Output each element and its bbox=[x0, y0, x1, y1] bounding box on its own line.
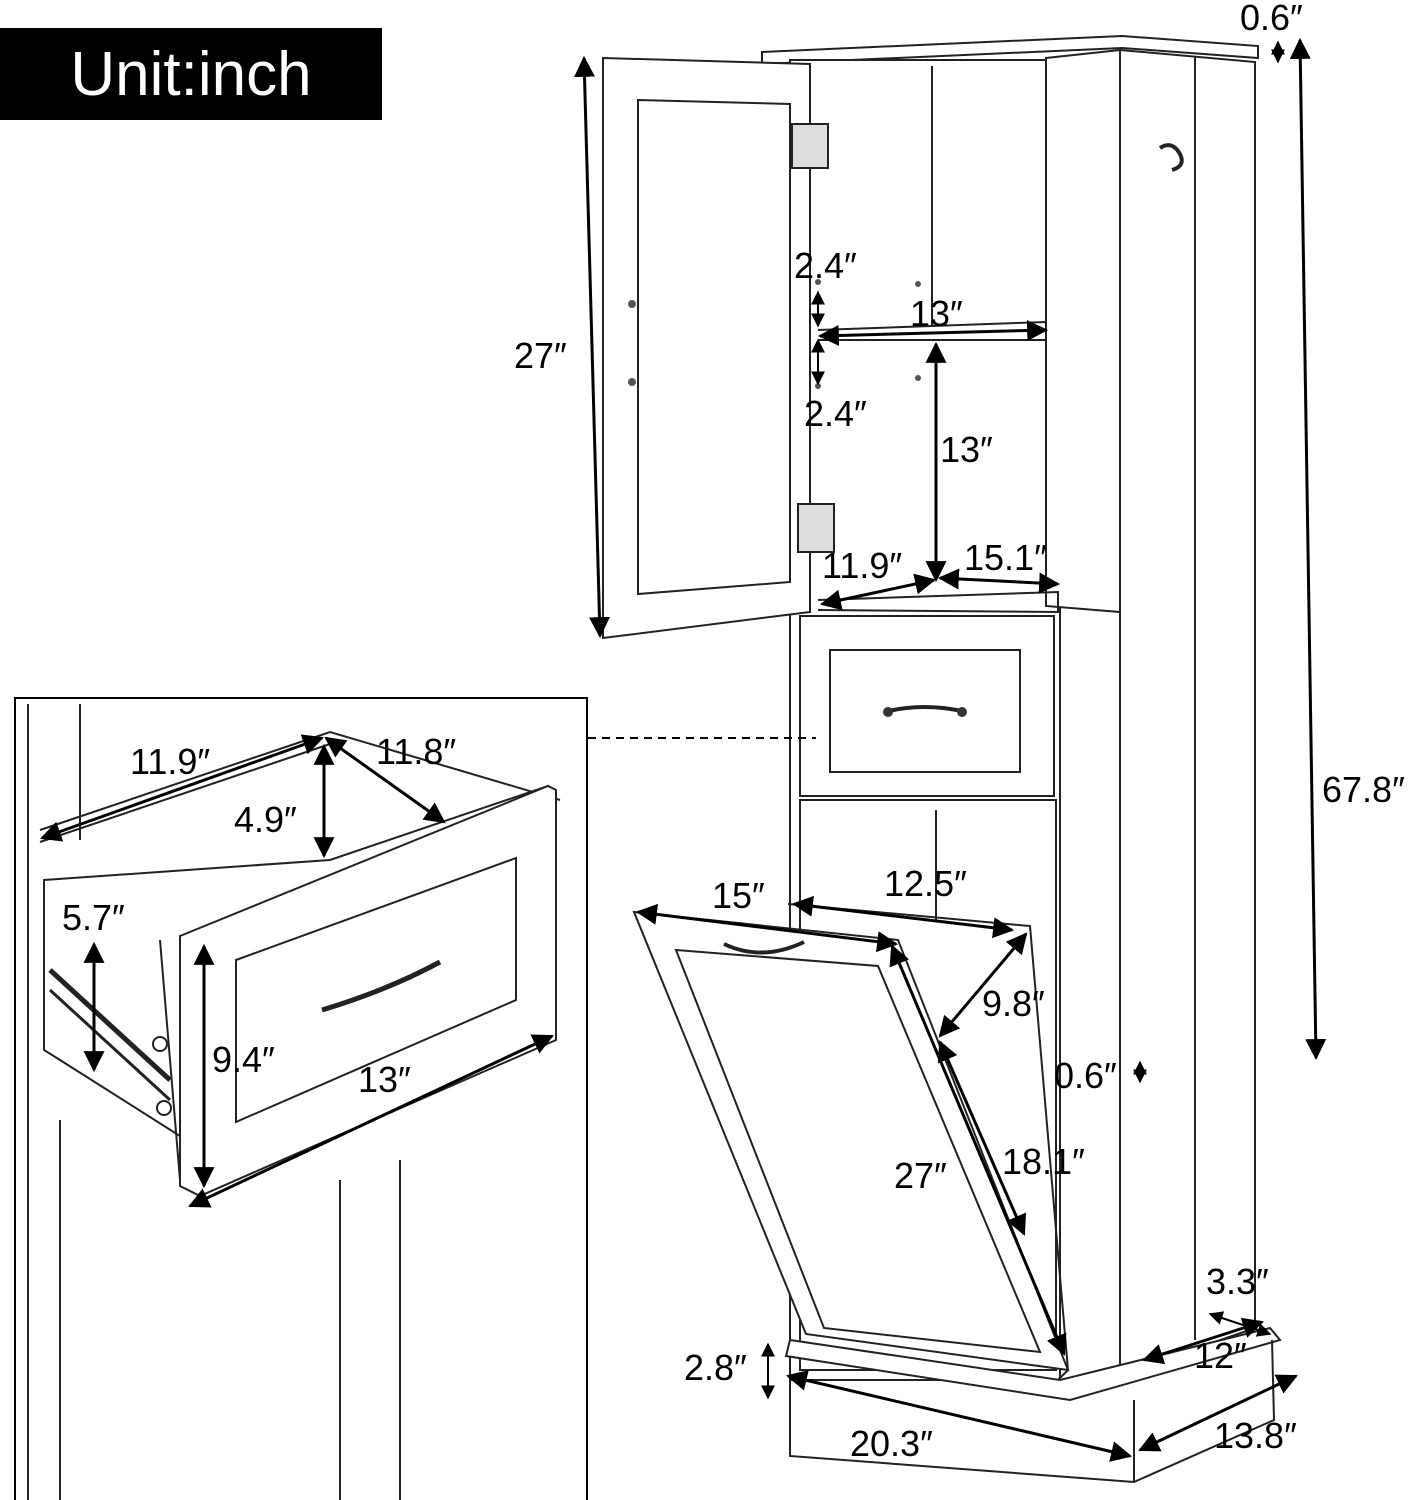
shelf-width-line bbox=[817, 320, 1049, 346]
bin-inner-width-line bbox=[791, 895, 1015, 939]
shelf-gap-lower-label: 2.4″ bbox=[804, 393, 867, 434]
shelf-gap-upper-label: 2.4″ bbox=[794, 245, 857, 286]
total-height-line bbox=[1289, 37, 1327, 1061]
total-depth-line bbox=[1138, 1374, 1298, 1452]
unit-label: Unit:inch bbox=[0, 28, 382, 120]
top-trim-label: 0.6″ bbox=[1240, 0, 1303, 38]
inner-depth-line bbox=[1142, 1317, 1264, 1365]
total-width-label: 20.3″ bbox=[850, 1423, 933, 1464]
cabinet-inner-width-line bbox=[937, 568, 1061, 594]
bin-inner-width-label: 12.5″ bbox=[884, 863, 967, 904]
side-offset-label: 3.3″ bbox=[1206, 1261, 1269, 1302]
bin-side-label: 9.8″ bbox=[982, 983, 1045, 1024]
detail-depth-label: 11.9″ bbox=[130, 741, 210, 782]
drawer-detail-inset: 11.9″ 11.8″ 4.9″ 5.7″ 9.4″ 13″ bbox=[14, 697, 588, 1500]
cabinet-inner-width-label: 15.1″ bbox=[964, 537, 1047, 578]
bin-top-width-label: 15″ bbox=[712, 875, 765, 916]
detail-width-line bbox=[324, 736, 446, 824]
shelf-width-label: 13″ bbox=[910, 293, 963, 334]
detail-inner-height-label: 4.9″ bbox=[234, 799, 297, 840]
inner-depth-label: 12″ bbox=[1194, 1335, 1247, 1376]
detail-front-width-label: 13″ bbox=[358, 1059, 411, 1100]
bin-top-width-line bbox=[635, 903, 899, 953]
total-width-line bbox=[785, 1370, 1133, 1462]
detail-front-width-line bbox=[188, 1034, 554, 1208]
bin-inner-height-label: 18.1″ bbox=[1002, 1141, 1085, 1182]
cabinet-depth-label: 11.9″ bbox=[822, 545, 902, 586]
total-height-label: 67.8″ bbox=[1322, 769, 1405, 810]
door-height-label: 27″ bbox=[514, 335, 567, 376]
cabinet-inner-height-label: 13″ bbox=[940, 429, 993, 470]
bin-height-label: 27″ bbox=[894, 1155, 947, 1196]
cabinet-depth-line bbox=[819, 573, 937, 611]
detail-width-label: 11.8″ bbox=[376, 731, 456, 772]
base-step-label: 0.6″ bbox=[1054, 1055, 1117, 1096]
total-depth-label: 13.8″ bbox=[1214, 1415, 1297, 1456]
door-height-line bbox=[574, 55, 610, 639]
detail-side-height-label: 5.7″ bbox=[62, 897, 125, 938]
detail-depth-line bbox=[40, 734, 324, 842]
cabinet-illustration bbox=[602, 34, 1282, 1484]
detail-front-height-label: 9.4″ bbox=[212, 1039, 275, 1080]
base-height-label: 2.8″ bbox=[684, 1347, 747, 1388]
bin-inner-height-line bbox=[937, 1040, 1027, 1236]
